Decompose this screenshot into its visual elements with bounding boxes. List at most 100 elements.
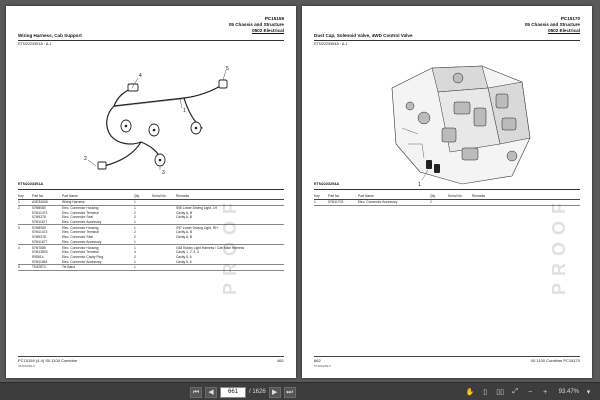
total-pages: / 1626 [249,389,266,395]
callout-2: 2 [84,156,87,162]
cell-part-name: Elec. Connector Accessory [358,199,430,206]
cell-part-no: AXE81606 [32,199,62,206]
cell-part-no: 57M8080 [32,225,46,230]
footer-catalog: X0 1100 Combine PC15170 [530,358,580,363]
page-header: PC15170 05 Chassis and Structure 0502 El… [525,16,580,34]
figure-label: ETN2223391A [18,182,44,186]
cell-serial-no [152,219,176,226]
previous-page-button[interactable]: ◀ [205,386,217,398]
callout-4: 4 [139,73,142,79]
cell-qty: 1 [134,225,136,230]
page-header: PC15159 05 Chassis and Structure 0502 El… [229,16,284,34]
cell-part-name: Elec. Connector Cavity Plug [62,254,104,259]
cell-part-no: TH32873 [32,264,62,271]
viewer-toolbar: ⏮ ◀ 661 / 1626 ▶ ⏭ ✋ ▯ ▯▯ ⤢ − + 93.47% ▾ [0,382,600,400]
cell-remarks: Cavity 1, 2, 3, 4 [176,250,199,255]
cell-remarks: Cavity A, B [176,210,193,215]
cell-part-name: Elec. Connector Accessory [62,259,134,265]
single-page-icon[interactable]: ▯ [483,389,488,396]
cell-remarks [472,199,580,206]
cell-part-name: Elec. Connector Terminal [62,230,99,235]
cell-qty: 2 [134,235,136,240]
column-header-part-name: Part Name [62,194,134,200]
cell-key: 3 [18,225,20,230]
proof-watermark: PROOF [549,196,569,296]
cell-part-no: 57M11677 [32,239,62,246]
cell-part-name: Elec. Connector Terminal [62,250,99,255]
last-page-button[interactable]: ⏭ [283,386,296,398]
first-page-button[interactable]: ⏮ [190,386,202,398]
cell-remarks [176,239,284,246]
footer-date-code: 073019/59-5 [314,364,331,368]
cell-remarks [176,219,284,226]
cell-remarks: Cavity 5, 6 [176,254,192,259]
cell-remarks: Cavity A, B [176,230,193,235]
cell-qty: 1 [134,206,136,211]
cell-qty: 2 [134,210,136,215]
cell-remarks: S97 Lower Driving Light, RH [176,225,218,230]
cell-remarks [176,199,284,206]
cell-serial-no [152,239,176,246]
divider [18,40,284,41]
cell-key [18,259,32,265]
page-footer: 662 X0 1100 Combine PC15170 073019/59-5 [314,355,580,368]
footer-date-code: 073019/59-5 [18,364,35,368]
page-number-input[interactable]: 661 [220,386,246,398]
cell-remarks: Cavity 5, 6 [176,259,284,265]
zoom-out-icon[interactable]: − [528,388,533,396]
cell-part-no: 57M11703 [328,199,358,206]
header-subgroup: 0502 Electrical [252,28,284,33]
cell-qty: 1 [134,199,152,206]
illustration-reference: ETN2223391A · A.1 [18,42,52,46]
cell-serial-no [152,259,176,265]
table-row: 3 57M8080 Elec. Connector Housing 1 S97 Lowe… [18,225,284,230]
hand-tool-icon[interactable]: ✋ [465,389,475,396]
proof-watermark: PROOF [220,196,240,296]
cell-part-name: Elec. Connector Housing [62,245,99,250]
column-header-part-no: Part No. [328,194,358,200]
page-footer: PC15159 (4-4) S0 1100 Combine 661 073019… [18,355,284,368]
cell-key: 1 [314,199,328,206]
cell-serial-no [152,199,176,206]
cell-part-name: Elec. Connector Seal [62,235,93,240]
column-header-serial-no: Serial No. [152,194,176,200]
cell-part-name: Elec. Connector Housing [62,225,99,230]
header-subgroup: 0502 Electrical [548,28,580,33]
cell-part-name: Elec. Connector Housing [62,206,99,211]
cell-qty: 2 [134,254,136,259]
cell-part-name: Elec. Connector Accessory [62,239,134,246]
cell-remarks: G63 Rotary Light Harness / Cab Main Harn… [176,245,245,250]
callout-3: 3 [162,170,165,176]
cell-key [18,239,32,246]
dropdown-icon[interactable]: ▾ [586,389,591,396]
next-page-button[interactable]: ▶ [268,386,281,398]
cell-part-name: Elec. Connector Seal [62,215,93,220]
wiring-harness-illustration: 5 1 4 2 3 [84,66,229,176]
cell-qty: 1 [134,219,152,226]
column-header-remarks: Remarks [472,194,580,200]
cell-part-name: Elec. Connector Terminal [62,210,99,215]
double-page-icon[interactable]: ▯▯ [496,389,504,396]
footer-page-number: 661 [277,358,284,363]
cell-remarks: Cavity A, B [176,215,193,220]
cell-key: 2 [18,206,20,211]
zoom-level[interactable]: 93.47% [558,389,579,395]
fit-page-icon[interactable]: ⤢ [512,388,518,395]
cell-remarks: S96 Lower Driving Light, LH [176,206,218,211]
table-header-row: Key Part No. Part Name Qty Serial No. Re… [18,194,284,200]
parts-table: Key Part No. Part Name Qty Serial No. Re… [18,194,284,271]
zoom-in-icon[interactable]: + [543,388,548,396]
cell-qty: 1 [134,245,136,250]
cell-serial-no [152,264,176,271]
cell-part-no: 57M9378 [32,215,46,220]
cell-part-no: 57M13803 [32,250,48,255]
